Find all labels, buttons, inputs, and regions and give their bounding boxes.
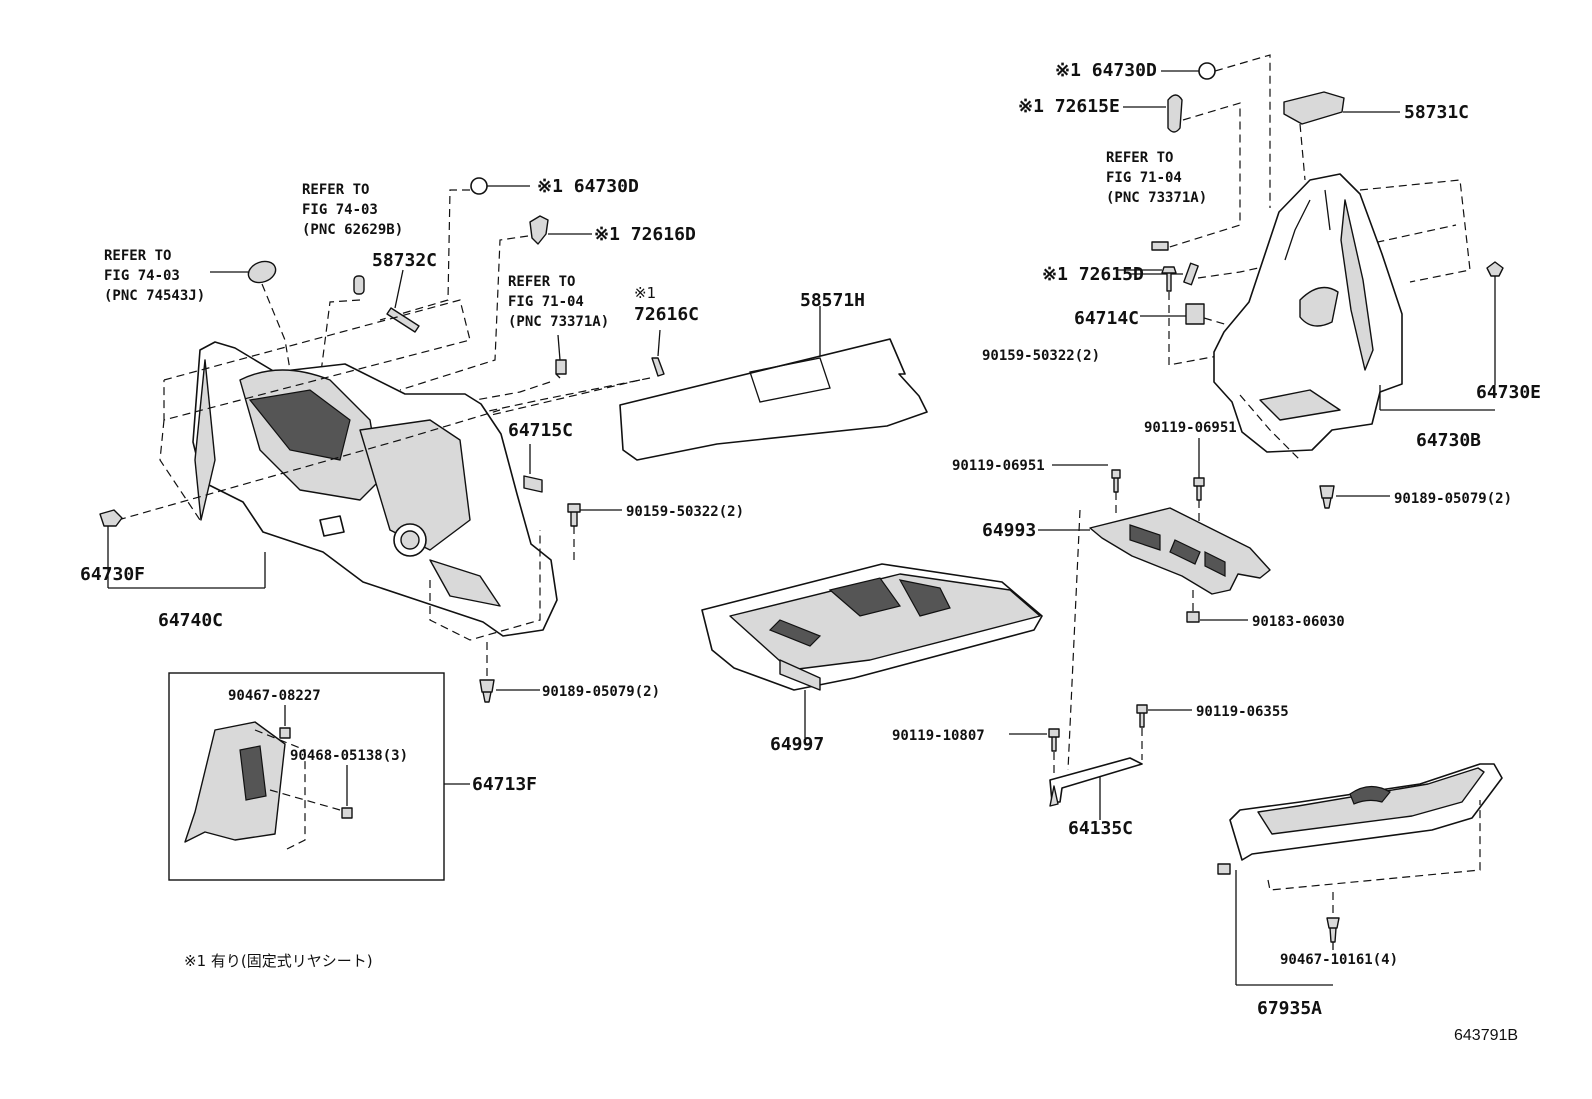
label-72615D: ※1 72615D <box>1042 264 1144 285</box>
label-64730B: 64730B <box>1416 430 1481 451</box>
bracket-72616D <box>529 215 549 245</box>
label-64730E: 64730E <box>1476 382 1541 403</box>
label-64997: 64997 <box>770 734 824 755</box>
label-64135C: 64135C <box>1068 818 1133 839</box>
ref-mid-line1: REFER TO <box>302 182 369 198</box>
clip-72616C <box>651 357 665 377</box>
ref-mid-line2: FIG 74-03 <box>302 202 378 218</box>
label-67935A: 67935A <box>1257 998 1322 1019</box>
label-90189-left: 90189-05079(2) <box>542 684 660 700</box>
inset-64713F <box>168 672 470 881</box>
bolt-90119-06355 <box>1136 704 1148 728</box>
ref-left-line3: (PNC 74543J) <box>104 288 205 304</box>
label-90159-right: 90159-50322(2) <box>982 348 1100 364</box>
labels: ※1 64730D ※1 72615E 58731C REFER TO FIG … <box>80 60 1541 1044</box>
pad-64714C <box>1185 303 1205 325</box>
label-64713F: 64713F <box>472 774 537 795</box>
ref-center-line3: (PNC 73371A) <box>508 314 609 330</box>
ref-center-line2: FIG 71-04 <box>508 294 584 310</box>
label-64714C: 64714C <box>1074 308 1139 329</box>
label-64715C: 64715C <box>508 420 573 441</box>
sill-plate-group <box>1217 763 1503 986</box>
bracket-64135C <box>1049 757 1143 803</box>
cover-58731C <box>1283 91 1345 125</box>
tool-tray-group <box>1038 438 1271 623</box>
ref-center-line1: REFER TO <box>508 274 575 290</box>
label-90119-06355: 90119-06355 <box>1196 704 1289 720</box>
panel-64713F <box>184 721 286 843</box>
label-90119-10807: 90119-10807 <box>892 728 985 744</box>
label-64730D-top: ※1 64730D <box>1055 60 1157 81</box>
label-90467-08227: 90467-08227 <box>228 688 321 704</box>
hook-72615E <box>1167 94 1183 133</box>
ref-left-line1: REFER TO <box>104 248 171 264</box>
label-64740C: 64740C <box>158 610 223 631</box>
label-90468-05138: 90468-05138(3) <box>290 748 408 764</box>
luggage-tray-group <box>701 563 1043 738</box>
label-58571H: 58571H <box>800 290 865 311</box>
left-quarter-trim-group <box>99 177 665 703</box>
label-90183: 90183-06030 <box>1252 614 1345 630</box>
right-quarter-trim-group <box>1118 54 1504 509</box>
clip-72615D <box>1183 262 1199 286</box>
label-72616D: ※1 72616D <box>594 224 696 245</box>
bolt-90119-10807 <box>1048 728 1060 752</box>
label-64993: 64993 <box>982 520 1036 541</box>
bolt-90119-06951-a <box>1111 469 1121 493</box>
ref-left-line2: FIG 74-03 <box>104 268 180 284</box>
screw-90159-right <box>1161 266 1177 292</box>
label-64730D-mid: ※1 64730D <box>537 176 639 197</box>
ref-right-line3: (PNC 73371A) <box>1106 190 1207 206</box>
label-72615E: ※1 72615E <box>1018 96 1120 117</box>
label-90119-06951-a: 90119-06951 <box>952 458 1045 474</box>
label-90119-06951-b: 90119-06951 <box>1144 420 1237 436</box>
clip-64730F <box>99 509 123 527</box>
cap-64730D-top <box>1198 62 1216 80</box>
screw-90159-left <box>567 503 581 527</box>
nut-90183 <box>1186 611 1200 623</box>
clip-64715C <box>523 475 543 493</box>
label-90467-10161: 90467-10161(4) <box>1280 952 1398 968</box>
label-64730F: 64730F <box>80 564 145 585</box>
ref-mid-line3: (PNC 62629B) <box>302 222 403 238</box>
clip-58732C <box>386 307 420 333</box>
bolt-90119-06951-b <box>1193 477 1205 501</box>
clip-90468-05138 <box>341 807 353 819</box>
label-58731C: 58731C <box>1404 102 1469 123</box>
label-72616C: 72616C <box>634 304 699 325</box>
ref-right-line2: FIG 71-04 <box>1106 170 1182 186</box>
label-72616C-mark: ※1 <box>634 284 656 302</box>
clip-90467-10161 <box>1326 917 1340 943</box>
diagram-code: 643791B <box>1454 1027 1518 1044</box>
clip-64730E <box>1486 261 1504 277</box>
footnote: ※1 有り(固定式リヤシート) <box>184 952 373 970</box>
label-90189-right: 90189-05079(2) <box>1394 491 1512 507</box>
bracket-group <box>1009 509 1192 820</box>
inset-box <box>168 672 445 881</box>
clip-90189-left <box>479 679 495 703</box>
clip-90467-08227 <box>279 727 291 739</box>
clip-90189-right <box>1319 485 1335 509</box>
ref-right-line1: REFER TO <box>1106 150 1173 166</box>
label-90159-left: 90159-50322(2) <box>626 504 744 520</box>
cap-64730D-mid <box>470 177 488 195</box>
label-58732C: 58732C <box>372 250 437 271</box>
clip-small-right <box>1151 241 1169 251</box>
